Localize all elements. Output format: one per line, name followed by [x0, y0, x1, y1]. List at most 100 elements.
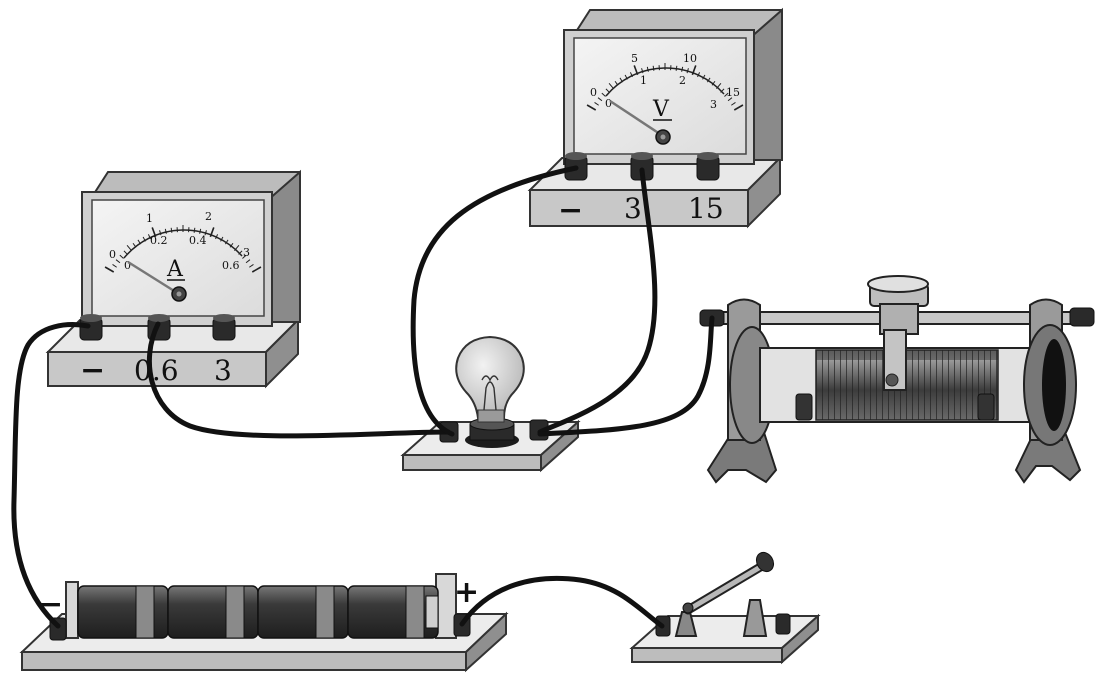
switch-blade[interactable]: [682, 549, 777, 615]
wire-ammeter-to-bulb: [146, 321, 451, 439]
voltmeter-unit-label: V: [652, 97, 670, 122]
scale-tick: [123, 250, 128, 255]
wires: [11, 165, 715, 629]
ammeter-scale-bottom-1: 0.2: [150, 234, 168, 247]
rheostat-terminal-bottom-left[interactable]: [795, 393, 813, 421]
voltmeter-needle: [609, 99, 664, 138]
scale-tick: [619, 77, 624, 83]
scale-tick: [641, 68, 644, 74]
battery-cap: [425, 595, 439, 629]
rheostat-slider[interactable]: [867, 275, 929, 391]
battery-positive-label: +: [454, 575, 479, 610]
switch-handle[interactable]: [753, 549, 777, 574]
scale-tick: [132, 242, 137, 248]
scale-tick: [251, 266, 262, 273]
battery-cell-band: [225, 585, 245, 639]
bulb-glass: [455, 335, 525, 419]
scale-tick: [731, 102, 736, 106]
rheostat-terminal-rod-right[interactable]: [1069, 307, 1095, 327]
scale-tick: [624, 74, 628, 80]
scale-tick: [238, 250, 243, 255]
ammeter-scale-bottom-3: 0.6: [222, 259, 240, 272]
rheostat-terminal-bottom-right[interactable]: [977, 393, 995, 421]
voltmeter-scale-bottom-2: 2: [679, 74, 686, 87]
ammeter-terminal-label-0.6: 0.6: [134, 354, 179, 387]
scale-tick: [614, 80, 619, 86]
scale-tick: [597, 97, 603, 102]
voltmeter-scale-top-10: 10: [683, 52, 697, 65]
scale-tick: [727, 97, 733, 102]
scale-tick: [204, 230, 207, 236]
scale-tick: [209, 227, 215, 238]
scale-tick: [229, 242, 234, 248]
scale-tick: [706, 77, 711, 83]
wire-bulb-to-rheostat: [537, 315, 715, 437]
voltmeter-scale-top-5: 5: [631, 52, 638, 65]
scale-tick: [646, 66, 649, 72]
knife-switch: [629, 549, 821, 665]
battery-cells: [77, 585, 439, 639]
voltmeter-scale-ticks: [586, 63, 744, 111]
scale-tick: [601, 92, 606, 97]
ammeter: 0 1 2 3 0 0.2 0.4 0.6 A − 0.6 3: [45, 169, 301, 389]
scale-tick: [594, 102, 599, 106]
voltmeter-scale-bottom-1: 1: [640, 74, 647, 87]
scale-tick: [716, 83, 722, 90]
scale-tick: [234, 245, 240, 252]
scale-tick: [104, 266, 115, 273]
wire-battery-to-switch: [459, 575, 665, 629]
switch-terminal-right[interactable]: [775, 613, 791, 635]
scale-tick: [220, 236, 224, 242]
voltmeter-scale-bottom-3: 3: [710, 98, 717, 111]
voltmeter-scale-bottom-0: 0: [605, 97, 612, 110]
scale-tick: [733, 104, 744, 111]
scale-tick: [675, 65, 678, 71]
voltmeter-terminal-15[interactable]: [696, 152, 720, 181]
ammeter-terminal-label-3: 3: [214, 354, 232, 387]
voltmeter-scale-top-15: 15: [726, 86, 740, 99]
scale-tick: [151, 227, 157, 238]
scale-tick: [586, 104, 597, 111]
battery-cell-band: [405, 585, 425, 639]
ammeter-unit-label: A: [166, 257, 184, 282]
scale-tick: [605, 88, 610, 93]
scale-tick: [652, 65, 655, 71]
scale-tick: [137, 239, 142, 245]
scale-tick: [691, 65, 697, 76]
ammeter-scale-top-0: 0: [109, 248, 116, 261]
scale-tick: [170, 227, 173, 233]
scale-tick: [720, 88, 725, 93]
voltmeter: 0 5 10 15 0 1 2 3 V − 3 15: [527, 7, 783, 229]
scale-tick: [724, 92, 729, 97]
ammeter-scale-top-3: 3: [243, 246, 250, 259]
scale-tick: [199, 228, 202, 234]
ammeter-terminal-label-neg: −: [80, 353, 105, 388]
voltmeter-terminal-label-15: 15: [688, 192, 724, 225]
rheostat: [699, 275, 1095, 484]
scale-tick: [633, 65, 639, 76]
ammeter-needle: [127, 260, 180, 296]
light-bulb-board: [400, 335, 581, 473]
wire-voltmeter-3-to-bulb: [537, 167, 658, 435]
scale-tick: [702, 74, 706, 80]
scale-tick: [193, 227, 196, 233]
ammeter-terminal-3[interactable]: [212, 314, 236, 341]
scale-tick: [249, 264, 254, 268]
voltmeter-terminal-label-neg: −: [558, 193, 583, 228]
scale-tick: [215, 234, 219, 240]
ammeter-scale-ticks: [104, 225, 262, 273]
scale-tick: [126, 245, 132, 252]
scale-tick: [697, 72, 701, 78]
scale-tick: [112, 264, 117, 268]
battery-pack: − +: [19, 573, 509, 673]
ammeter-scale-bottom-0: 0: [124, 259, 131, 272]
scale-tick: [142, 236, 146, 242]
scale-tick: [224, 239, 229, 245]
scale-tick: [147, 234, 151, 240]
ammeter-scale-top-2: 2: [205, 210, 212, 223]
scale-tick: [119, 254, 124, 259]
wire-voltmeter-neg-to-bulb: [410, 165, 579, 437]
voltmeter-terminal-label-3: 3: [624, 192, 642, 225]
bulb-filament: [481, 375, 499, 411]
